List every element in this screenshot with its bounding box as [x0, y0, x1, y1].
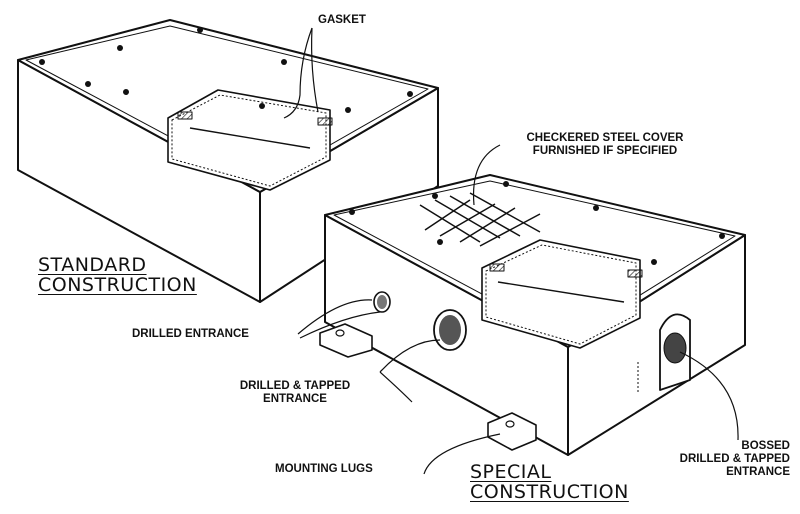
leader-lines: [297, 144, 739, 475]
checkered-plate: [419, 192, 541, 247]
drilled-tapped-line1: DRILLED & TAPPED: [239, 380, 351, 392]
drilled-tapped-label: DRILLED & TAPPED ENTRANCE: [225, 380, 365, 406]
checkered-cover-line2: FURNISHED IF SPECIFIED: [532, 145, 678, 157]
special-line2: CONSTRUCTION: [470, 481, 629, 503]
standard-line1: STANDARD: [38, 254, 147, 276]
drilled-tapped-line2: ENTRANCE: [263, 393, 327, 405]
drilled-entrance-label: DRILLED ENTRANCE: [132, 328, 249, 340]
bossed-line2: DRILLED & TAPPED: [679, 453, 790, 465]
special-cover-screws: [349, 181, 725, 265]
special-construction-title: SPECIAL CONSTRUCTION: [470, 462, 629, 502]
standard-cover-screws: [39, 27, 413, 113]
gasket-label: GASKET: [318, 14, 366, 26]
checkered-cover-label: CHECKERED STEEL COVER FURNISHED IF SPECI…: [500, 132, 710, 158]
bossed-line3: ENTRANCE: [726, 466, 790, 478]
standard-enclosure-box: [17, 19, 439, 303]
bossed-entrance-label: BOSSED DRILLED & TAPPED ENTRANCE: [620, 440, 790, 479]
checkered-cover-line1: CHECKERED STEEL COVER: [526, 132, 684, 144]
special-enclosure-box: [319, 174, 746, 456]
standard-line2: CONSTRUCTION: [38, 274, 197, 296]
standard-construction-title: STANDARD CONSTRUCTION: [38, 255, 197, 295]
mounting-lugs-label: MOUNTING LUGS: [275, 463, 373, 475]
bossed-line1: BOSSED: [741, 440, 790, 452]
special-line1: SPECIAL: [470, 461, 552, 483]
